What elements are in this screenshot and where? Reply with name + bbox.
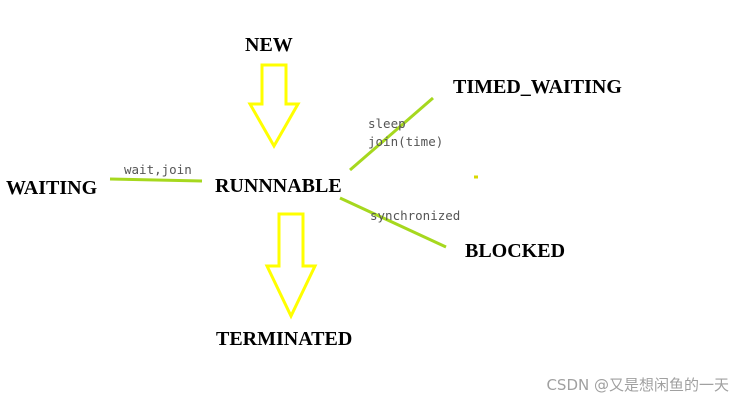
edge-label-waiting: wait,join [124,162,192,177]
state-blocked: BLOCKED [465,240,566,262]
state-runnable: RUNNNABLE [215,175,342,197]
edge-label-sleep: sleep [368,116,406,131]
state-new: NEW [245,34,293,56]
csdn-watermark: CSDN @又是想闲鱼的一天 [546,376,729,394]
arrow-runnable-to-terminated [264,212,318,320]
line-waiting-runnable [109,177,203,183]
arrow-new-to-runnable [247,63,301,150]
state-waiting: WAITING [6,177,98,199]
state-terminated: TERMINATED [216,328,353,350]
line-runnable-timed-waiting [349,96,434,172]
edge-label-join-time: join(time) [368,134,444,149]
state-timed-waiting: TIMED_WAITING [453,76,622,98]
edge-label-synchronized: synchronized [370,208,461,223]
line-runnable-blocked [339,196,447,249]
